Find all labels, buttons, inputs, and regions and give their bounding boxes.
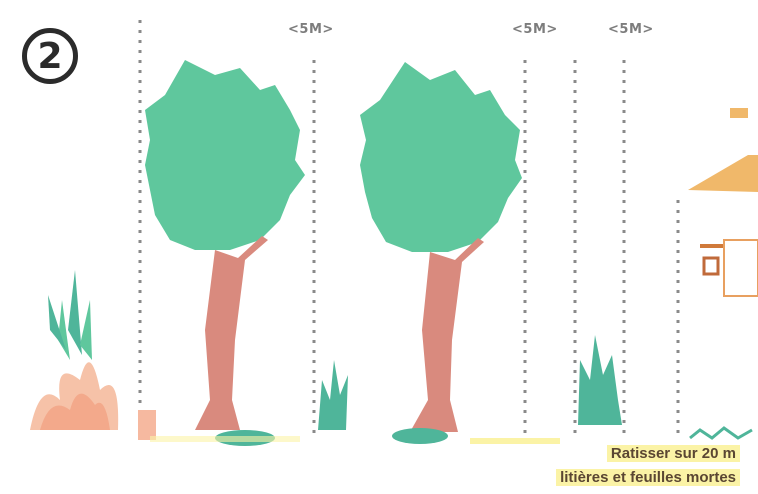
distance-label: <5M>	[288, 22, 334, 37]
spacing-lines	[138, 20, 680, 440]
caption-line-1: Ratisser sur 20 m	[606, 445, 740, 462]
grass-tuft	[318, 360, 348, 430]
distance-label: <5M>	[512, 22, 558, 37]
caption: Ratisser sur 20 m litières et feuilles m…	[556, 442, 740, 490]
tree-right	[360, 62, 522, 444]
step-number-badge: 2	[22, 28, 78, 84]
distance-label: <5M>	[608, 22, 654, 37]
house-illustration	[688, 108, 758, 440]
raked-ground	[150, 436, 560, 444]
caption-line-2: litières et feuilles mortes	[556, 469, 740, 486]
shrub	[578, 335, 622, 425]
fire-illustration	[30, 270, 156, 440]
tree-left	[145, 60, 305, 446]
